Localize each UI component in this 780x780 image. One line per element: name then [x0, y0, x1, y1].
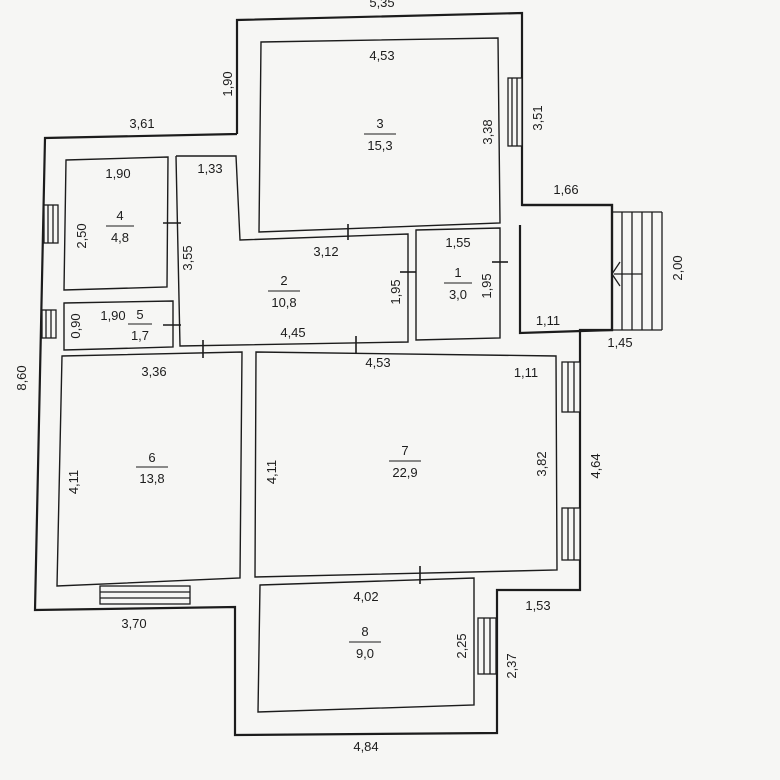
dimension-label: 1,90	[220, 71, 235, 96]
window-room-6	[99, 585, 191, 605]
room-area: 22,9	[392, 465, 417, 480]
dimension-label: 3,55	[180, 245, 195, 270]
dimension-label: 1,11	[514, 365, 538, 380]
window-room-7-lower	[561, 507, 581, 561]
dimension-label: 3,12	[313, 244, 338, 259]
dimension-label: 3,36	[141, 364, 166, 379]
room-labels: 3 15,3 4 4,8 2 10,8 1 3,0 5 1,7 6 13,8	[106, 116, 472, 661]
dimension-label: 2,00	[670, 255, 685, 280]
room-number: 1	[454, 265, 461, 280]
room-number: 4	[116, 208, 123, 223]
room-2-label: 2 10,8	[268, 273, 300, 310]
dimension-label: 1,95	[388, 279, 403, 304]
dimension-label: 2,50	[74, 223, 89, 248]
dimension-label: 4,45	[280, 325, 305, 340]
window-room-8	[477, 617, 497, 675]
room-number: 5	[136, 307, 143, 322]
dimension-label: 3,51	[530, 105, 545, 130]
room-area: 1,7	[131, 328, 149, 343]
room-2-walls	[175, 155, 409, 347]
room-number: 6	[148, 450, 155, 465]
dimension-label: 1,66	[553, 182, 578, 197]
dimension-label: 1,53	[525, 598, 550, 613]
dimension-label: 8,60	[14, 365, 29, 390]
dimension-label: 3,70	[121, 616, 146, 631]
room-6-walls	[56, 351, 243, 587]
room-8-walls	[257, 577, 475, 713]
dimension-label: 4,64	[588, 453, 603, 478]
room-area: 13,8	[139, 471, 164, 486]
dimension-label: 0,90	[68, 313, 83, 338]
room-3-label: 3 15,3	[364, 116, 396, 153]
window-room-4	[43, 204, 59, 244]
dimension-label: 2,25	[454, 633, 469, 658]
room-1-label: 1 3,0	[444, 265, 472, 302]
room-area: 9,0	[356, 646, 374, 661]
dimension-label: 3,38	[480, 119, 495, 144]
dimension-label: 4,11	[264, 460, 279, 484]
dimension-label: 1,55	[445, 235, 470, 250]
interior-walls	[56, 37, 558, 713]
dimension-label: 1,33	[197, 161, 222, 176]
room-number: 3	[376, 116, 383, 131]
dimension-label: 2,37	[504, 653, 519, 678]
room-4-walls	[63, 156, 169, 291]
room-7-label: 7 22,9	[389, 443, 421, 480]
dimension-label: 4,11	[66, 470, 81, 494]
dimension-label: 1,95	[479, 273, 494, 298]
room-7-walls	[254, 351, 558, 578]
room-8-label: 8 9,0	[349, 624, 381, 661]
entrance-porch-wall	[518, 203, 614, 335]
room-area: 10,8	[271, 295, 296, 310]
window-room-5	[41, 309, 57, 339]
dimension-label: 5,35	[369, 0, 394, 10]
dimension-label: 1,11	[536, 313, 560, 328]
dimension-label: 3,82	[534, 451, 549, 476]
window-room-3	[507, 77, 523, 147]
entrance-stairs	[611, 211, 663, 331]
window-room-7-upper	[561, 361, 581, 413]
dimension-label: 4,02	[353, 589, 378, 604]
room-area: 3,0	[449, 287, 467, 302]
dimension-labels: 5,35 1,90 4,53 3,51 3,38 3,61 1,90 1,33 …	[14, 0, 685, 754]
windows	[41, 77, 581, 675]
room-3-walls	[258, 37, 501, 233]
dimension-label: 1,45	[607, 335, 632, 350]
outer-wall	[33, 11, 614, 737]
dimension-label: 4,53	[369, 48, 394, 63]
dimension-label: 3,61	[129, 116, 154, 131]
room-5-label: 5 1,7	[128, 307, 152, 343]
room-number: 7	[401, 443, 408, 458]
dimension-label: 4,53	[365, 355, 390, 370]
door-marks	[163, 222, 508, 584]
room-number: 2	[280, 273, 287, 288]
room-number: 8	[361, 624, 368, 639]
room-4-label: 4 4,8	[106, 208, 134, 245]
room-area: 15,3	[367, 138, 392, 153]
room-5-walls	[63, 300, 174, 351]
dimension-label: 1,90	[105, 166, 130, 181]
room-1-walls	[415, 227, 501, 341]
room-area: 4,8	[111, 230, 129, 245]
room-6-label: 6 13,8	[136, 450, 168, 486]
dimension-label: 1,90	[100, 308, 125, 323]
dimension-label: 4,84	[353, 739, 378, 754]
